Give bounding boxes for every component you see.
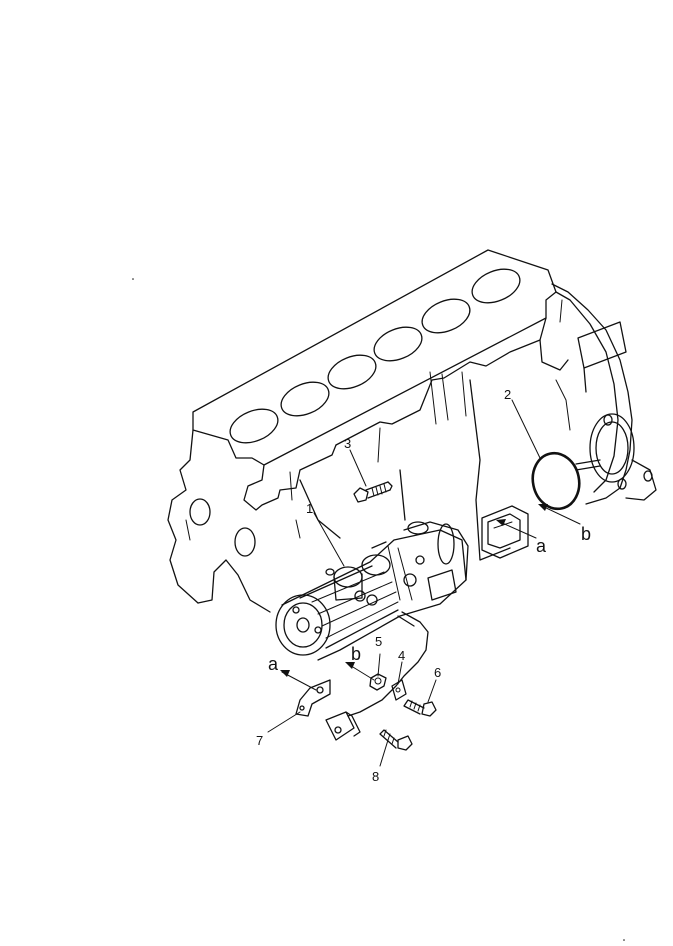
bolt-6 [403,699,437,717]
leader-8 [379,739,389,767]
leader-lines [267,399,581,767]
starter-motor [275,521,469,661]
bracket-7 [295,679,331,717]
wiring-harness [325,611,429,741]
arrow-b-upper [541,505,581,525]
arrow-a-upper [499,521,537,539]
o-ring [531,451,581,511]
callout-6: 6 [434,665,441,680]
callout-5: 5 [375,634,382,649]
callout-3: 3 [344,436,351,451]
ref-b-lower: b [351,644,361,664]
callout-1: 1 [306,501,313,516]
callout-8: 8 [372,769,379,784]
callout-2: 2 [504,387,511,402]
cylinder-block [167,249,569,613]
callout-4: 4 [398,648,405,663]
ref-a-lower: a [268,654,279,674]
ref-a-upper: a [536,536,547,556]
leader-7 [267,711,301,733]
leader-2 [511,399,541,459]
leader-6 [427,679,437,703]
leader-4 [397,661,403,685]
callout-labels: 1 2 3 4 5 6 7 8 a b a b [256,387,591,784]
bolt-3 [353,481,393,503]
ref-b-upper: b [581,524,591,544]
callout-7: 7 [256,733,263,748]
leader-1 [313,512,345,567]
flywheel-housing [551,283,657,505]
leader-5 [377,653,381,677]
leader-3 [349,449,367,487]
bolt-8 [379,729,413,751]
